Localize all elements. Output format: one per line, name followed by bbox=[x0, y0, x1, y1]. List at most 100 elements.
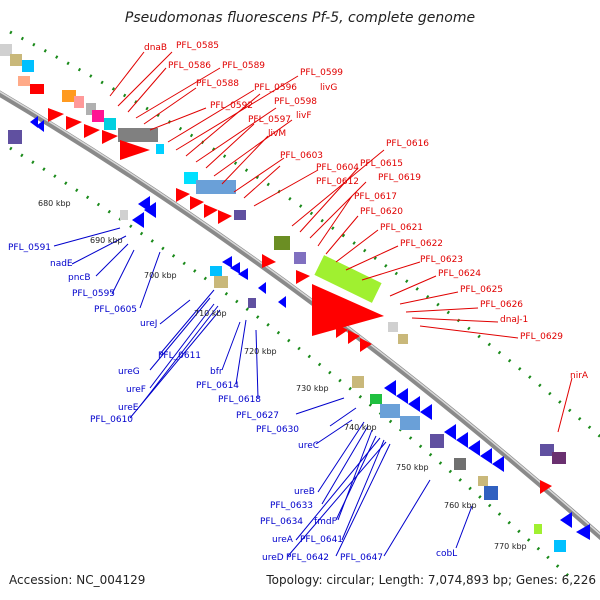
topology-text: Topology: circular; Length: 7,074,893 bp… bbox=[266, 573, 596, 587]
gene-label: PFL_0595 bbox=[72, 289, 115, 299]
gene-label: PFL_0614 bbox=[196, 381, 239, 391]
gene-label: PFL_0597 bbox=[248, 115, 291, 125]
gene-block bbox=[398, 334, 408, 344]
gene-label: ureJ bbox=[140, 319, 157, 329]
tick-label: 720 kbp bbox=[244, 347, 277, 356]
map-title: Pseudomonas fluorescens Pf-5, complete g… bbox=[124, 10, 476, 26]
gene-block bbox=[156, 144, 164, 154]
outer-dotted-ring bbox=[9, 30, 600, 439]
gene-label: ureF bbox=[126, 385, 146, 395]
gene-label: PFL_0624 bbox=[438, 269, 481, 279]
gene-block bbox=[484, 486, 498, 500]
gene-label: PFL_0615 bbox=[360, 159, 403, 169]
gene-label: PFL_0616 bbox=[386, 139, 429, 149]
gene-block bbox=[184, 172, 198, 184]
forward-leader-lines bbox=[109, 51, 573, 433]
tick-label: 740 kbp bbox=[344, 423, 377, 432]
gene-block bbox=[430, 434, 444, 448]
gene-label: PFL_0623 bbox=[420, 255, 463, 265]
gene-block bbox=[478, 476, 488, 486]
gene-label: PFL_0611 bbox=[158, 351, 201, 361]
gene-label: bfr bbox=[210, 367, 223, 377]
genome-backbone-highlight bbox=[0, 91, 600, 536]
gene-label: PFL_0592 bbox=[210, 101, 253, 111]
gene-block bbox=[274, 236, 290, 250]
gene-label: PFL_0617 bbox=[354, 192, 397, 202]
gene-label: livF bbox=[296, 111, 312, 121]
gene-block bbox=[554, 540, 566, 552]
gene-block bbox=[352, 376, 364, 388]
gene-label: pncB bbox=[68, 273, 91, 283]
gene-label: PFL_0588 bbox=[196, 79, 239, 89]
forward-gene-labels: dnaB PFL_0585 PFL_0586 PFL_0589 PFL_0588… bbox=[144, 41, 589, 381]
gene-label: PFL_0596 bbox=[254, 83, 297, 93]
gene-label: dnaJ-1 bbox=[500, 315, 528, 325]
gene-block bbox=[454, 458, 466, 470]
gene-block bbox=[22, 60, 34, 72]
gene-block bbox=[552, 452, 566, 464]
gene-block bbox=[294, 252, 306, 264]
gene-block bbox=[30, 84, 44, 94]
tick-label: 680 kbp bbox=[38, 199, 71, 208]
tick-label: 770 kbp bbox=[494, 542, 527, 551]
tick-label: 710 kbp bbox=[194, 309, 227, 318]
gene-label: nadE bbox=[50, 259, 73, 269]
gene-label: PFL_0586 bbox=[168, 61, 211, 71]
gene-label: PFL_0599 bbox=[300, 68, 343, 78]
gene-label: PFL_0622 bbox=[400, 239, 443, 249]
gene-block bbox=[234, 210, 246, 220]
gene-label: PFL_0589 bbox=[222, 61, 265, 71]
gene-label: PFL_0621 bbox=[380, 223, 423, 233]
gene-block bbox=[380, 404, 400, 418]
gene-block bbox=[18, 76, 30, 86]
tick-label: 750 kbp bbox=[396, 463, 429, 472]
gene-label: PFL_0627 bbox=[236, 411, 279, 421]
reverse-arrows bbox=[30, 116, 590, 540]
gene-block bbox=[214, 276, 228, 288]
gene-block bbox=[10, 54, 22, 66]
reverse-gene-labels: PFL_0591 nadE pncB PFL_0595 PFL_0605 ure… bbox=[8, 243, 457, 563]
gene-label: PFL_0619 bbox=[378, 173, 421, 183]
gene-block bbox=[104, 118, 116, 130]
gene-label: fmdF bbox=[314, 517, 337, 527]
accession-text: Accession: NC_004129 bbox=[9, 573, 146, 587]
gene-block bbox=[62, 90, 76, 102]
gene-label: PFL_0626 bbox=[480, 300, 523, 310]
gene-block bbox=[248, 298, 256, 308]
gene-label: PFL_0647 bbox=[340, 553, 383, 563]
gene-label: PFL_0610 bbox=[90, 415, 133, 425]
gene-label: nirA bbox=[570, 371, 589, 381]
gene-block bbox=[8, 130, 22, 144]
genome-backbone bbox=[0, 90, 600, 541]
gene-label: PFL_0598 bbox=[274, 97, 317, 107]
gene-label: livM bbox=[268, 129, 286, 139]
scale-labels: 680 kbp 690 kbp 700 kbp 710 kbp 720 kbp … bbox=[38, 199, 527, 551]
gene-label: ureE bbox=[118, 403, 139, 413]
gene-label: dnaB bbox=[144, 43, 167, 53]
gene-label: PFL_0641 bbox=[300, 535, 343, 545]
gene-block bbox=[196, 180, 236, 194]
reverse-gene-track bbox=[8, 116, 590, 552]
tick-label: 730 kbp bbox=[296, 384, 329, 393]
gene-block bbox=[210, 266, 222, 276]
gene-block bbox=[92, 110, 104, 122]
gene-label: PFL_0591 bbox=[8, 243, 51, 253]
gene-label: ureA bbox=[272, 535, 294, 545]
gene-block bbox=[118, 128, 158, 142]
gene-label: PFL_0629 bbox=[520, 332, 563, 342]
gene-label: PFL_0612 bbox=[316, 177, 359, 187]
tick-label: 700 kbp bbox=[144, 271, 177, 280]
tick-label: 760 kbp bbox=[444, 501, 477, 510]
gene-label: PFL_0585 bbox=[176, 41, 219, 51]
gene-label: cobL bbox=[436, 549, 457, 559]
gene-label: PFL_0630 bbox=[256, 425, 299, 435]
gene-label: PFL_0605 bbox=[94, 305, 137, 315]
gene-block bbox=[120, 210, 128, 220]
gene-label: PFL_0633 bbox=[270, 501, 313, 511]
reverse-leader-lines bbox=[53, 227, 473, 557]
gene-label: PFL_0618 bbox=[218, 395, 261, 405]
gene-block bbox=[370, 394, 382, 404]
gene-block bbox=[86, 103, 96, 115]
